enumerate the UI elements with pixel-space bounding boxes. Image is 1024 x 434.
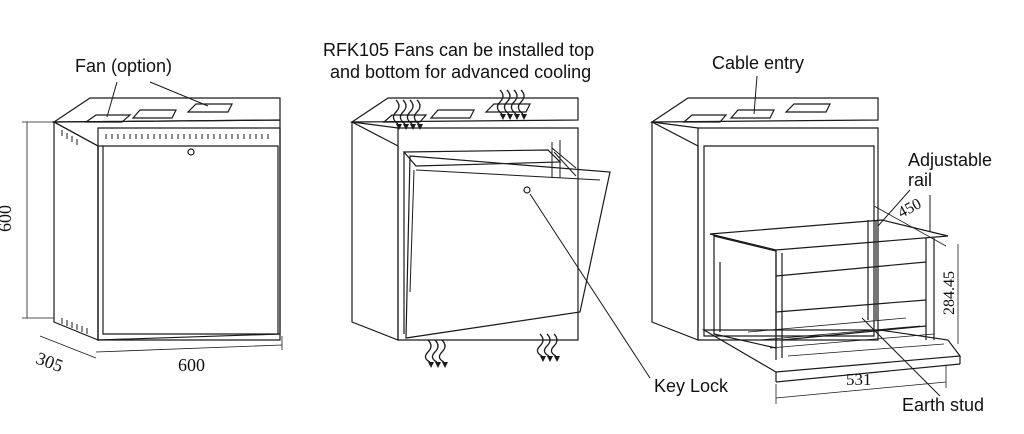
cabinet-rail bbox=[652, 76, 960, 404]
cabinet-closed-top-vents bbox=[106, 134, 268, 139]
earth-stud-leader bbox=[862, 318, 940, 396]
height-dimension: 600 bbox=[0, 205, 15, 232]
rail-height-dimension: 284.45 bbox=[941, 271, 958, 315]
rail-frame-front-left bbox=[714, 236, 776, 348]
cabinet-closed-door bbox=[103, 146, 278, 334]
cabinet-open-side bbox=[352, 122, 398, 340]
width-dimension-line bbox=[96, 345, 282, 352]
rail-frame-top bbox=[710, 220, 948, 250]
airflow-arrows-top bbox=[393, 90, 524, 124]
key-lock-leader bbox=[530, 194, 650, 378]
rail-label: rail bbox=[908, 170, 933, 190]
cable-opening bbox=[133, 110, 176, 118]
cabinet-rail-side bbox=[652, 122, 698, 340]
cabinet-open-lock bbox=[524, 187, 530, 193]
adjustable-label: Adjustable bbox=[908, 150, 993, 170]
rail-depth-dimension-line bbox=[874, 206, 946, 246]
fans-note-line2: and bottom for advanced cooling bbox=[330, 62, 592, 82]
rail-width-dimension-line bbox=[776, 382, 946, 398]
cabinet-rail-front bbox=[698, 128, 878, 340]
cabinet-closed-lock bbox=[188, 149, 194, 155]
fan-opening-2 bbox=[188, 104, 232, 112]
earth-stud-label: Earth stud bbox=[902, 395, 985, 415]
cabinet-open-inner-top bbox=[404, 150, 560, 166]
fan-opening-1 bbox=[86, 115, 130, 122]
cable-entry-label: Cable entry bbox=[712, 53, 805, 73]
adjustable-rail-frame bbox=[704, 220, 960, 382]
cabinet-open bbox=[352, 90, 650, 378]
cabinet-open-top bbox=[352, 98, 578, 122]
cabinet-closed-side bbox=[54, 122, 98, 340]
cabinet-open-rail bbox=[552, 140, 576, 178]
cabinet-closed bbox=[22, 82, 282, 358]
depth-dimension-line bbox=[40, 336, 96, 358]
cabinet-closed-front bbox=[98, 128, 280, 340]
cabinet-closed-side-vents bbox=[62, 130, 87, 334]
cabinet-rail-top bbox=[652, 98, 878, 122]
cabinet-rail-opening bbox=[704, 146, 874, 336]
cabinet-open-door bbox=[406, 156, 610, 338]
cabinet-open-front bbox=[398, 128, 578, 340]
width-dimension: 600 bbox=[178, 355, 205, 375]
key-lock-label: Key Lock bbox=[654, 376, 729, 396]
fans-note-line1: RFK105 Fans can be installed top bbox=[323, 40, 595, 60]
fan-option-label: Fan (option) bbox=[75, 56, 173, 76]
cabinet-closed-frame bbox=[54, 120, 280, 340]
rail-width-dimension: 531 bbox=[846, 370, 872, 389]
airflow-arrows-bottom bbox=[425, 334, 557, 362]
rail-tray bbox=[704, 330, 960, 372]
